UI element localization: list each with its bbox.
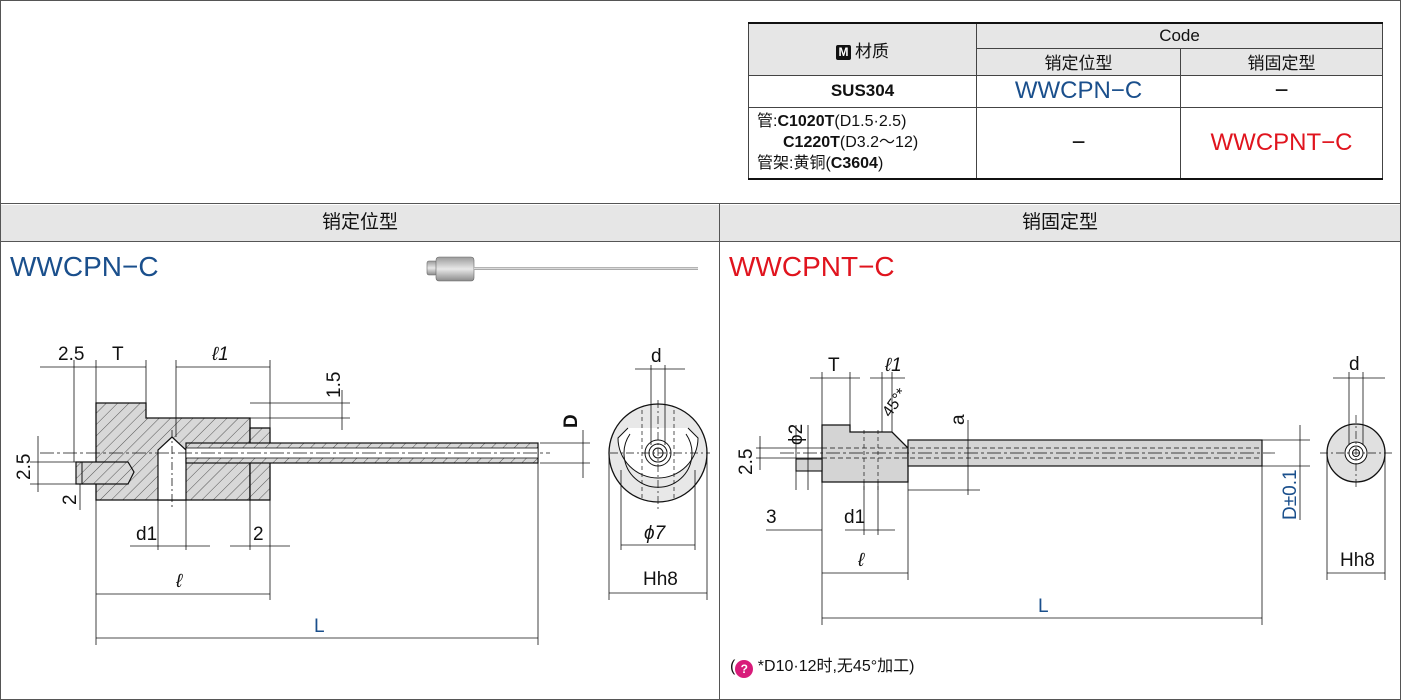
right-end-view: [1320, 372, 1392, 580]
right-dimensions: [756, 372, 1310, 625]
right-labels: T ℓ1 45°* ϕ2 a 2.5 3 d1 ℓ L D±0.1 d Hh8: [736, 354, 1375, 617]
dim-T-right: T: [828, 355, 840, 376]
dim-l-right: ℓ: [857, 550, 865, 571]
dim-2-5-right: 2.5: [736, 449, 757, 475]
code-header: Code: [975, 22, 1384, 49]
right-section-header: 销固定型: [720, 205, 1400, 242]
dim-2-5-side: 2.5: [14, 454, 35, 480]
dim-2-bottom: 2: [253, 524, 264, 545]
dim-D-right: D±0.1: [1280, 469, 1301, 520]
col-fixed-header: 销固定型: [1179, 47, 1384, 76]
info-pin-icon: ?: [735, 660, 754, 678]
dim-phi2: ϕ2: [786, 424, 807, 445]
dim-d1-right: d1: [844, 507, 865, 528]
right-product-code: WWCPNT−C: [729, 251, 895, 282]
dim-phi7: ϕ7: [644, 523, 667, 544]
material-m-icon: M: [836, 44, 851, 60]
product-photo: [426, 256, 698, 282]
divider-middle: [719, 203, 720, 700]
row1-fixed-code: −: [1179, 74, 1384, 108]
left-section-header: 销定位型: [1, 205, 719, 242]
left-end-view: [608, 365, 710, 600]
dim-l: ℓ: [175, 571, 183, 592]
dim-d-right: d: [1349, 354, 1360, 375]
dim-l1-right: ℓ1: [884, 355, 902, 376]
row2-positioning-code: −: [976, 106, 1181, 180]
footnote: (? *D10·12时,无45°加工): [730, 658, 915, 678]
dim-H-right: Hh8: [1340, 550, 1375, 571]
dim-d1: d1: [136, 524, 157, 545]
dim-2-5-top: 2.5: [58, 344, 84, 365]
dim-angle: 45°*: [879, 386, 910, 421]
dim-1-5: 1.5: [324, 372, 345, 398]
divider-top: [0, 203, 1401, 204]
left-side-view: [40, 402, 550, 510]
dim-L-right: L: [1038, 596, 1049, 617]
dim-H: Hh8: [643, 569, 678, 590]
dim-l1: ℓ1: [211, 344, 229, 365]
left-dimensions: [30, 360, 590, 645]
material-header: 材质: [855, 41, 889, 61]
left-product-code: WWCPN−C: [10, 251, 159, 282]
dim-d-end: d: [651, 346, 662, 367]
dim-T: T: [112, 344, 124, 365]
dim-D: D: [561, 414, 582, 428]
row2-fixed-code: WWCPNT−C: [1179, 106, 1384, 180]
dim-3: 3: [766, 507, 777, 528]
dim-2-side: 2: [60, 494, 81, 505]
dim-L: L: [314, 616, 325, 637]
left-labels: 2.5 T ℓ1 1.5 D 2.5 2 d1 2 ℓ L d ϕ7 Hh8: [14, 344, 678, 637]
dim-a: a: [948, 414, 969, 425]
footnote-text: *D10·12时,无45°加工): [757, 658, 915, 675]
right-side-view: [780, 424, 1275, 490]
